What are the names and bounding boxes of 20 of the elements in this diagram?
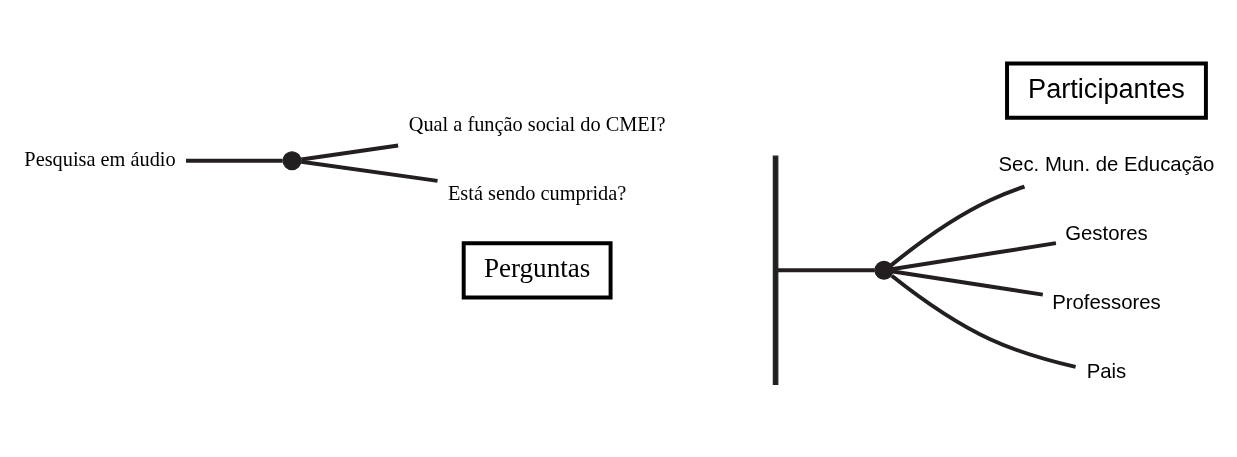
connector	[300, 159, 438, 183]
node-box: Perguntas	[461, 241, 613, 300]
node-text: Pais	[1086, 360, 1127, 383]
node-text: Gestores	[1065, 222, 1148, 245]
node-text: Está sendo cumprida?	[447, 181, 627, 204]
node-text: Sec. Mun. de Educação	[998, 153, 1215, 176]
connector	[892, 269, 1044, 297]
connector	[890, 184, 1026, 267]
connector	[186, 158, 283, 163]
node-bar	[772, 155, 779, 385]
connector	[300, 143, 399, 162]
node-circle	[282, 151, 302, 171]
node-text: Qual a função social do CMEI?	[408, 112, 666, 135]
node-circle	[874, 260, 894, 280]
node-text: Pesquisa em áudio	[24, 147, 176, 170]
node-box: Participantes	[1005, 61, 1208, 120]
node-text: Professores	[1052, 291, 1161, 314]
connector	[777, 268, 875, 273]
connector	[892, 241, 1057, 271]
connector	[890, 274, 1077, 369]
